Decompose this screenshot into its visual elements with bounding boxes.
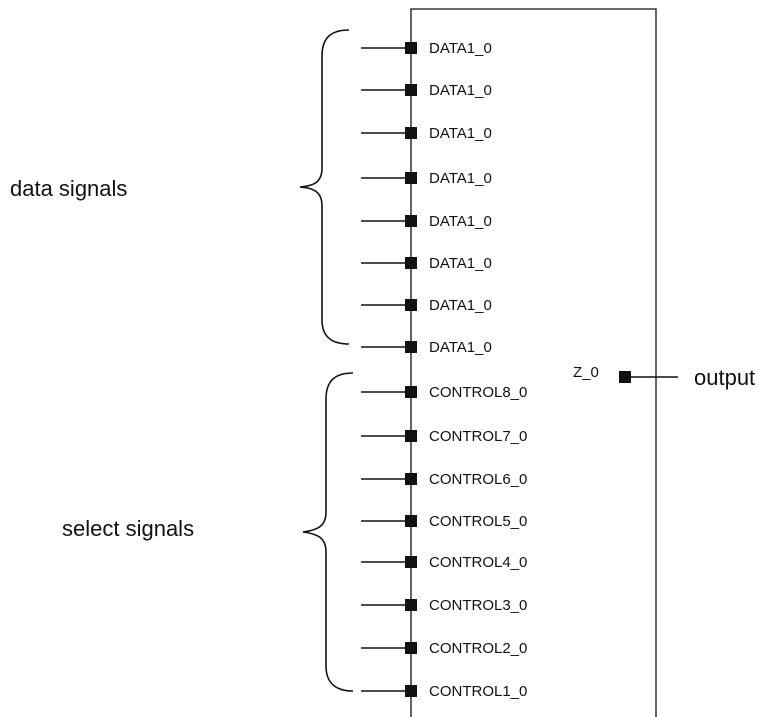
select-pin-label: CONTROL7_0 (429, 428, 527, 445)
data-pin-label: DATA1_0 (429, 82, 492, 99)
select-pin-label: CONTROL6_0 (429, 471, 527, 488)
data-pin-label: DATA1_0 (429, 339, 492, 356)
select-pin-label: CONTROL8_0 (429, 384, 527, 401)
data-pin-marker (405, 42, 417, 54)
select-pin-marker (405, 556, 417, 568)
data-pin-group: DATA1_0DATA1_0DATA1_0DATA1_0DATA1_0DATA1… (361, 40, 492, 356)
select-pin-label: CONTROL3_0 (429, 597, 527, 614)
data-pin-label: DATA1_0 (429, 297, 492, 314)
select-pin-marker (405, 473, 417, 485)
data-pin-marker (405, 341, 417, 353)
data-pin-label: DATA1_0 (429, 40, 492, 57)
data-pin-marker (405, 84, 417, 96)
data-signals-label: data signals (10, 176, 127, 201)
select-pin-label: CONTROL2_0 (429, 640, 527, 657)
select-pin-label: CONTROL4_0 (429, 554, 527, 571)
select-pin-marker (405, 599, 417, 611)
data-signals-brace (299, 29, 350, 345)
select-pin-marker (405, 685, 417, 697)
select-pin-marker (405, 430, 417, 442)
block-outline (410, 8, 657, 717)
data-pin-label: DATA1_0 (429, 255, 492, 272)
data-pin-marker (405, 257, 417, 269)
data-pin-marker (405, 215, 417, 227)
select-pin-label: CONTROL1_0 (429, 683, 527, 700)
select-pin-marker (405, 386, 417, 398)
output-label: output (694, 365, 755, 390)
select-pin-marker (405, 642, 417, 654)
select-pin-label: CONTROL5_0 (429, 513, 527, 530)
select-signals-label: select signals (62, 516, 194, 541)
data-pin-marker (405, 127, 417, 139)
select-signals-brace (302, 372, 354, 692)
data-pin-marker (405, 299, 417, 311)
data-pin-label: DATA1_0 (429, 125, 492, 142)
data-pin-marker (405, 172, 417, 184)
select-pin-marker (405, 515, 417, 527)
output-pin-label: Z_0 (573, 364, 599, 381)
data-pin-label: DATA1_0 (429, 213, 492, 230)
select-pin-group: CONTROL8_0CONTROL7_0CONTROL6_0CONTROL5_0… (361, 384, 527, 700)
data-pin-label: DATA1_0 (429, 170, 492, 187)
